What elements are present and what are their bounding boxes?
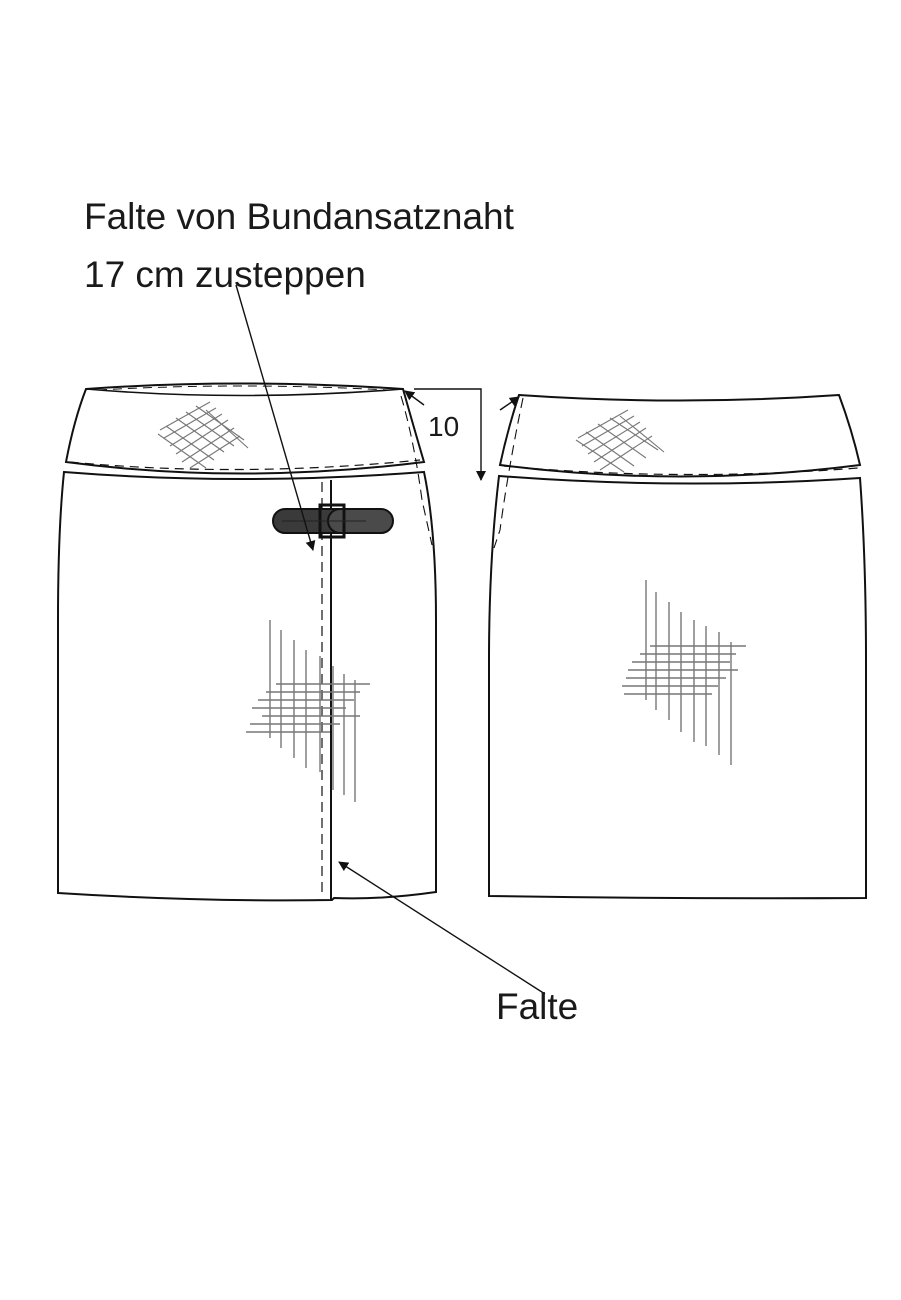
back-side-stitch	[493, 397, 524, 549]
back-waistband	[498, 393, 862, 478]
front-skirt-body	[57, 470, 437, 902]
front-waistband-texture	[157, 401, 249, 469]
buckle-strap	[272, 503, 394, 539]
front-waistband-stitch	[69, 459, 421, 471]
front-body-texture	[246, 620, 370, 802]
front-side-stitch	[400, 395, 433, 546]
skirt-front-view	[57, 382, 437, 902]
fold-stitch-annotation-line1: Falte von Bundansatznaht	[84, 196, 514, 237]
back-waistband-stitch	[503, 465, 859, 476]
back-skirt-body	[488, 474, 867, 900]
front-waistband-top-stitch	[97, 385, 389, 391]
fold-stitch-annotation-line2: 17 cm zusteppen	[84, 254, 366, 295]
skirt-back-view	[488, 393, 867, 900]
waistband-measure-label: 10	[428, 411, 460, 442]
back-corner-tick	[499, 396, 520, 411]
back-body-texture	[622, 580, 746, 765]
front-waistband	[64, 382, 426, 475]
measure-tick	[404, 390, 425, 406]
measure-bracket	[414, 388, 486, 481]
leader-fold-stitch	[235, 284, 316, 551]
annotation-leaders	[235, 284, 546, 995]
front-waistband-top-edge	[85, 388, 404, 397]
back-waistband-texture	[575, 409, 665, 473]
leader-fold	[338, 861, 546, 995]
fold-label: Falte	[496, 986, 579, 1027]
